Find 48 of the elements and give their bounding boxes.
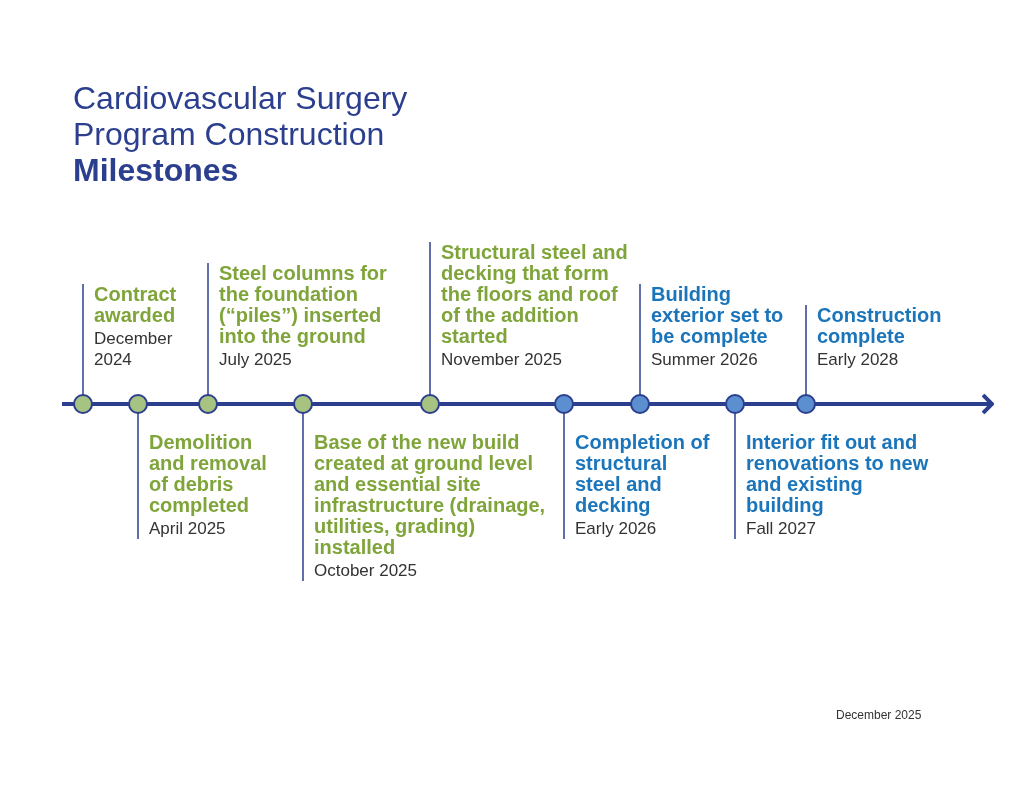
milestone-date: April 2025 <box>149 518 227 539</box>
leader-line <box>82 283 84 396</box>
timeline-dot <box>293 394 313 414</box>
timeline-line <box>92 402 129 406</box>
timeline-arrow <box>815 393 994 415</box>
timeline-line <box>147 402 199 406</box>
milestone-title: Base of the new build created at ground level and essential site infrastructure (drainage, utilities, grading) installed <box>314 432 547 558</box>
timeline-dot <box>128 394 148 414</box>
milestone-date: Summer 2026 <box>651 349 759 370</box>
milestone-date: October 2025 <box>314 560 418 581</box>
milestone-title: Completion of structural steel and decking <box>575 432 711 516</box>
timeline-dot <box>73 394 93 414</box>
leader-line <box>805 304 807 396</box>
timeline-line <box>439 402 555 406</box>
timeline-dot <box>554 394 574 414</box>
leader-line <box>563 412 565 540</box>
timeline-dot <box>796 394 816 414</box>
milestone-title: Contract awarded <box>94 284 178 326</box>
timeline-line <box>312 402 421 406</box>
title: Cardiovascular Surgery Program Construction Milestones <box>73 80 409 188</box>
timeline-line <box>217 402 294 406</box>
timeline-line <box>649 402 726 406</box>
milestone-title: Demolition and removal of debris completed <box>149 432 268 516</box>
milestone-date: Early 2026 <box>575 518 658 539</box>
milestone-title: Construction complete <box>817 305 941 347</box>
timeline-dot <box>630 394 650 414</box>
leader-line <box>734 412 736 540</box>
milestone-date: Early 2028 <box>817 349 900 370</box>
leader-line <box>137 412 139 540</box>
milestone-title: Structural steel and decking that form the floors and roof of the addition started <box>441 242 629 347</box>
timeline-line <box>744 402 797 406</box>
timeline-line <box>573 402 631 406</box>
timeline-dot <box>198 394 218 414</box>
milestone-title: Interior fit out and renovations to new and existing building <box>746 432 930 516</box>
milestone-date: December 2024 <box>94 328 174 370</box>
milestone-title: Building exterior set to be complete <box>651 284 785 347</box>
leader-line <box>207 262 209 396</box>
timeline-line <box>62 402 74 406</box>
timeline-dot <box>725 394 745 414</box>
milestone-title: Steel columns for the foundation (“piles”) inserted into the ground <box>219 263 388 347</box>
timeline-dot <box>420 394 440 414</box>
milestone-date: November 2025 <box>441 349 563 370</box>
milestone-date: July 2025 <box>219 349 293 370</box>
leader-line <box>302 412 304 582</box>
milestone-date: Fall 2027 <box>746 518 817 539</box>
date-note: December 2025 <box>836 708 922 722</box>
leader-line <box>639 283 641 396</box>
leader-line <box>429 241 431 396</box>
